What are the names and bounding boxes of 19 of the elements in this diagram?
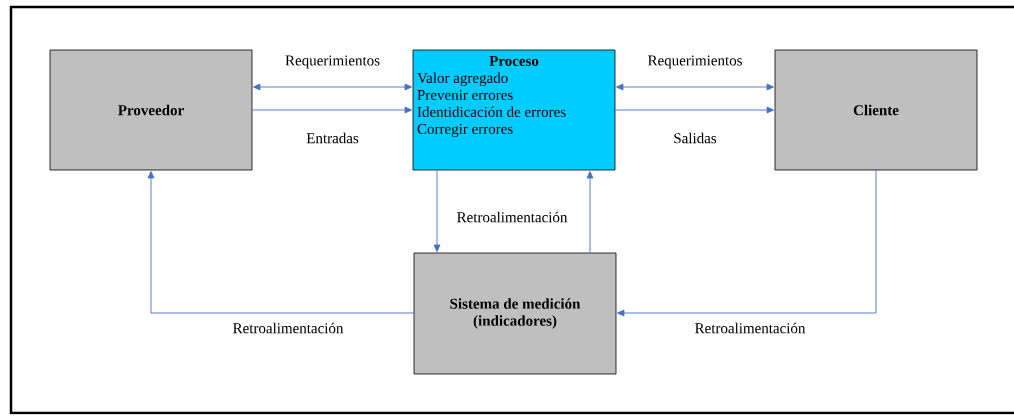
- arrow: [251, 106, 412, 114]
- process-box: Sistema de medición (indicadores): [413, 252, 617, 375]
- edge-label: Retroalimentación: [231, 321, 345, 335]
- arrow: [253, 83, 412, 91]
- process-box: Proveedor: [49, 49, 253, 171]
- edge-label: Retroalimentación: [693, 321, 807, 335]
- arrow: [617, 169, 877, 317]
- edge-label: Requerimientos: [284, 54, 381, 70]
- arrow: [147, 171, 415, 314]
- arrow: [616, 83, 774, 91]
- process-box: Proceso Valor agregado Prevenir errores Identidicación de errores Corregir errores: [412, 49, 616, 171]
- edge-label: Retroalimentación: [455, 210, 569, 224]
- arrow: [433, 169, 441, 252]
- edge-label: Salidas: [672, 131, 718, 145]
- arrow: [614, 106, 774, 114]
- edge-label: Entradas: [305, 131, 360, 145]
- process-box: Cliente: [774, 49, 978, 171]
- arrow: [586, 171, 594, 254]
- edge-label: Requerimientos: [646, 54, 744, 70]
